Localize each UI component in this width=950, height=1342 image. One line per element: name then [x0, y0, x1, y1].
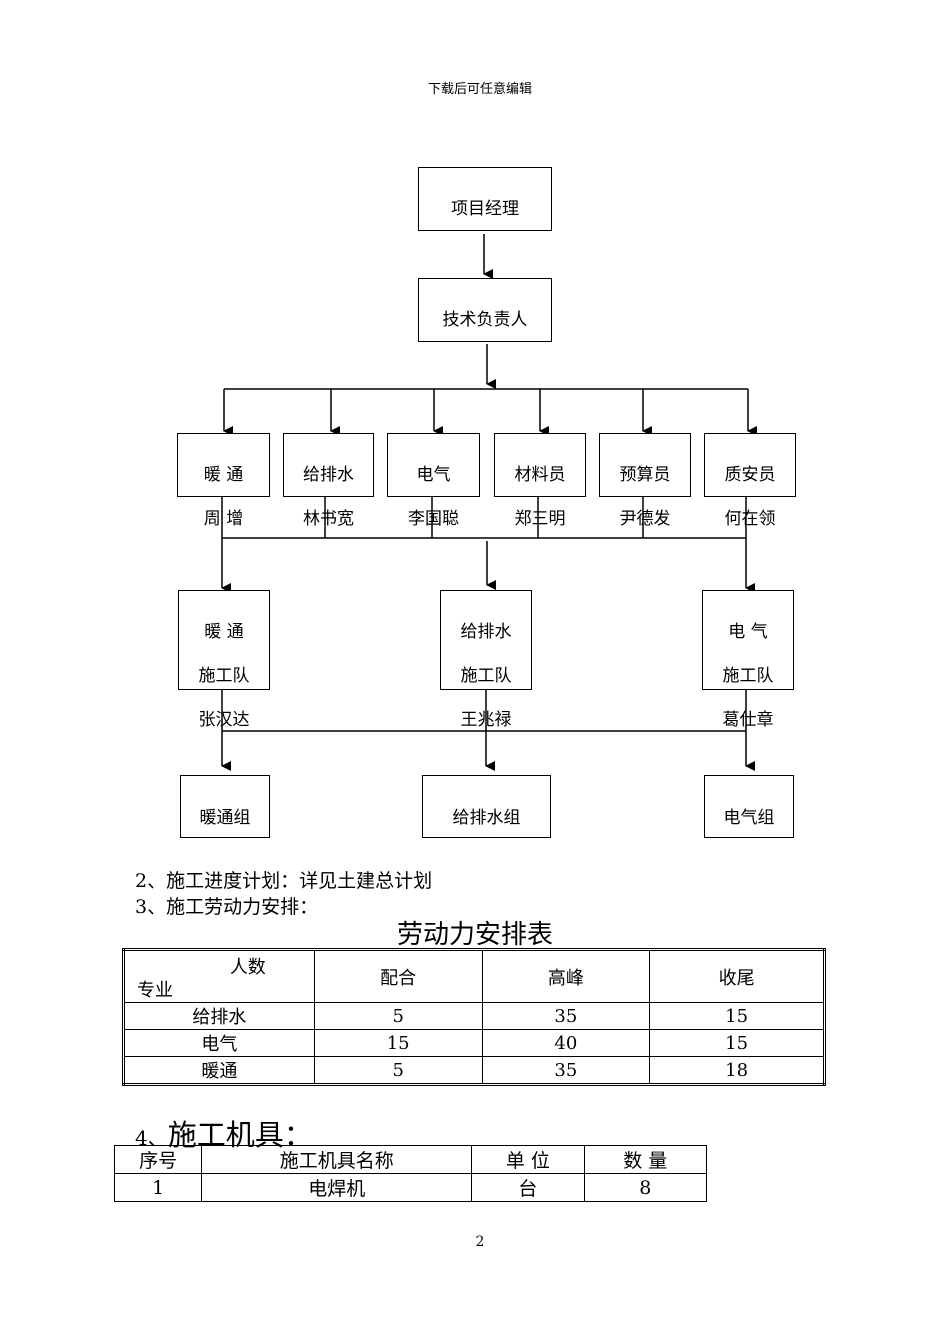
org-box-group-plumbing: 给排水组	[422, 775, 551, 838]
org-box-label: 给排水组	[452, 808, 521, 828]
org-box-group-electrical: 电气组	[704, 775, 794, 838]
table-row: 给排水 5 35 15	[123, 1002, 825, 1030]
org-box-staff-safety: 质安员 何在领	[704, 433, 796, 529]
org-box-staff-electrical: 电气 李国聪	[387, 433, 480, 529]
org-box-label: 技术负责人	[442, 310, 528, 330]
org-box-staff-plumbing: 给排水 林书宽	[283, 433, 374, 529]
org-box-line: 暖 通	[203, 465, 244, 485]
labor-table: 人数 专业 配合 高峰 收尾 给排水 5 35 15 电气 15 40 15 暖…	[122, 948, 826, 1086]
paragraph-schedule: 2、施工进度计划：详见土建总计划	[135, 870, 433, 892]
page-number: 2	[475, 1234, 485, 1250]
equipment-column-header: 数 量	[583, 1145, 708, 1174]
corner-bottom-label: 专业	[137, 980, 173, 1001]
org-box-label: 项目经理	[451, 199, 519, 219]
org-box-line: 预算员	[619, 465, 671, 485]
org-box-line: 施工队	[198, 666, 250, 686]
org-box-staff-hvac: 暖 通 周 增	[177, 433, 270, 529]
org-box-label: 电气组	[723, 808, 775, 828]
org-box-staff-budget: 预算员 尹德发	[599, 433, 691, 529]
equipment-cell: 8	[583, 1173, 708, 1202]
equipment-table: 序号 施工机具名称 单 位 数 量 1 电焊机 台 8	[113, 1145, 708, 1202]
corner-top-label: 人数	[229, 957, 266, 978]
labor-cell: 15	[313, 1029, 483, 1057]
org-box-line: 给排水	[303, 465, 354, 485]
org-box-line: 郑三明	[514, 509, 566, 529]
org-box-line: 何在领	[724, 509, 776, 529]
org-box-manager: 项目经理	[418, 167, 552, 231]
org-box-line: 质安员	[724, 465, 776, 485]
equipment-column-header: 单 位	[471, 1145, 585, 1174]
org-box-line: 王兆禄	[460, 710, 512, 730]
equipment-cell: 台	[471, 1173, 585, 1202]
org-box-line: 林书宽	[303, 509, 354, 529]
equipment-column-header: 施工机具名称	[201, 1145, 473, 1174]
labor-cell: 40	[481, 1029, 651, 1057]
table-row: 1 电焊机 台 8	[113, 1173, 708, 1202]
org-box-line: 材料员	[514, 465, 566, 485]
org-box-line: 李国聪	[408, 509, 459, 529]
labor-cell: 35	[481, 1002, 651, 1030]
header-note: 下载后可任意编辑	[427, 82, 532, 97]
org-box-line: 葛仕章	[722, 710, 774, 730]
org-box-team-electrical: 电 气 施工队 葛仕章	[702, 590, 794, 730]
org-box-line: 暖 通	[204, 622, 244, 642]
labor-table-header-row: 人数 专业 配合 高峰 收尾	[123, 949, 825, 1003]
table-row: 暖通 5 35 18	[123, 1056, 825, 1085]
labor-row-name: 暖通	[123, 1056, 315, 1085]
labor-cell: 5	[313, 1002, 483, 1030]
labor-cell: 18	[649, 1056, 825, 1085]
labor-row-name: 电气	[123, 1029, 315, 1057]
org-box-label: 暖通组	[199, 808, 251, 828]
org-box-line: 电气	[416, 465, 451, 485]
labor-row-name: 给排水	[123, 1002, 315, 1030]
labor-table-column-header: 高峰	[481, 949, 651, 1003]
org-box-group-hvac: 暖通组	[180, 775, 270, 838]
labor-table-title: 劳动力安排表	[396, 920, 553, 950]
equipment-cell: 电焊机	[201, 1173, 473, 1202]
equipment-column-header: 序号	[113, 1145, 203, 1174]
org-box-line: 给排水	[460, 622, 512, 642]
labor-cell: 15	[649, 1029, 825, 1057]
paragraph-labor: 3、施工劳动力安排：	[135, 896, 319, 918]
org-box-line: 张汉达	[198, 710, 250, 730]
equipment-table-header-row: 序号 施工机具名称 单 位 数 量	[113, 1145, 708, 1174]
labor-table-corner-cell: 人数 专业	[123, 949, 315, 1003]
org-box-tech-lead: 技术负责人	[418, 278, 552, 342]
org-chart-connectors	[221, 234, 757, 771]
org-box-line: 尹德发	[619, 509, 671, 529]
org-box-line: 施工队	[722, 666, 774, 686]
org-box-line: 施工队	[460, 666, 512, 686]
equipment-cell: 1	[113, 1173, 203, 1202]
org-box-team-plumbing: 给排水 施工队 王兆禄	[440, 590, 532, 730]
org-box-team-hvac: 暖 通 施工队 张汉达	[178, 590, 270, 730]
table-row: 电气 15 40 15	[123, 1029, 825, 1057]
labor-cell: 15	[649, 1002, 825, 1030]
labor-table-column-header: 配合	[313, 949, 483, 1003]
org-box-staff-materials: 材料员 郑三明	[494, 433, 586, 529]
labor-cell: 35	[481, 1056, 651, 1085]
org-box-line: 电 气	[728, 622, 768, 642]
labor-table-column-header: 收尾	[649, 949, 825, 1003]
org-box-line: 周 增	[203, 509, 244, 529]
labor-cell: 5	[313, 1056, 483, 1085]
